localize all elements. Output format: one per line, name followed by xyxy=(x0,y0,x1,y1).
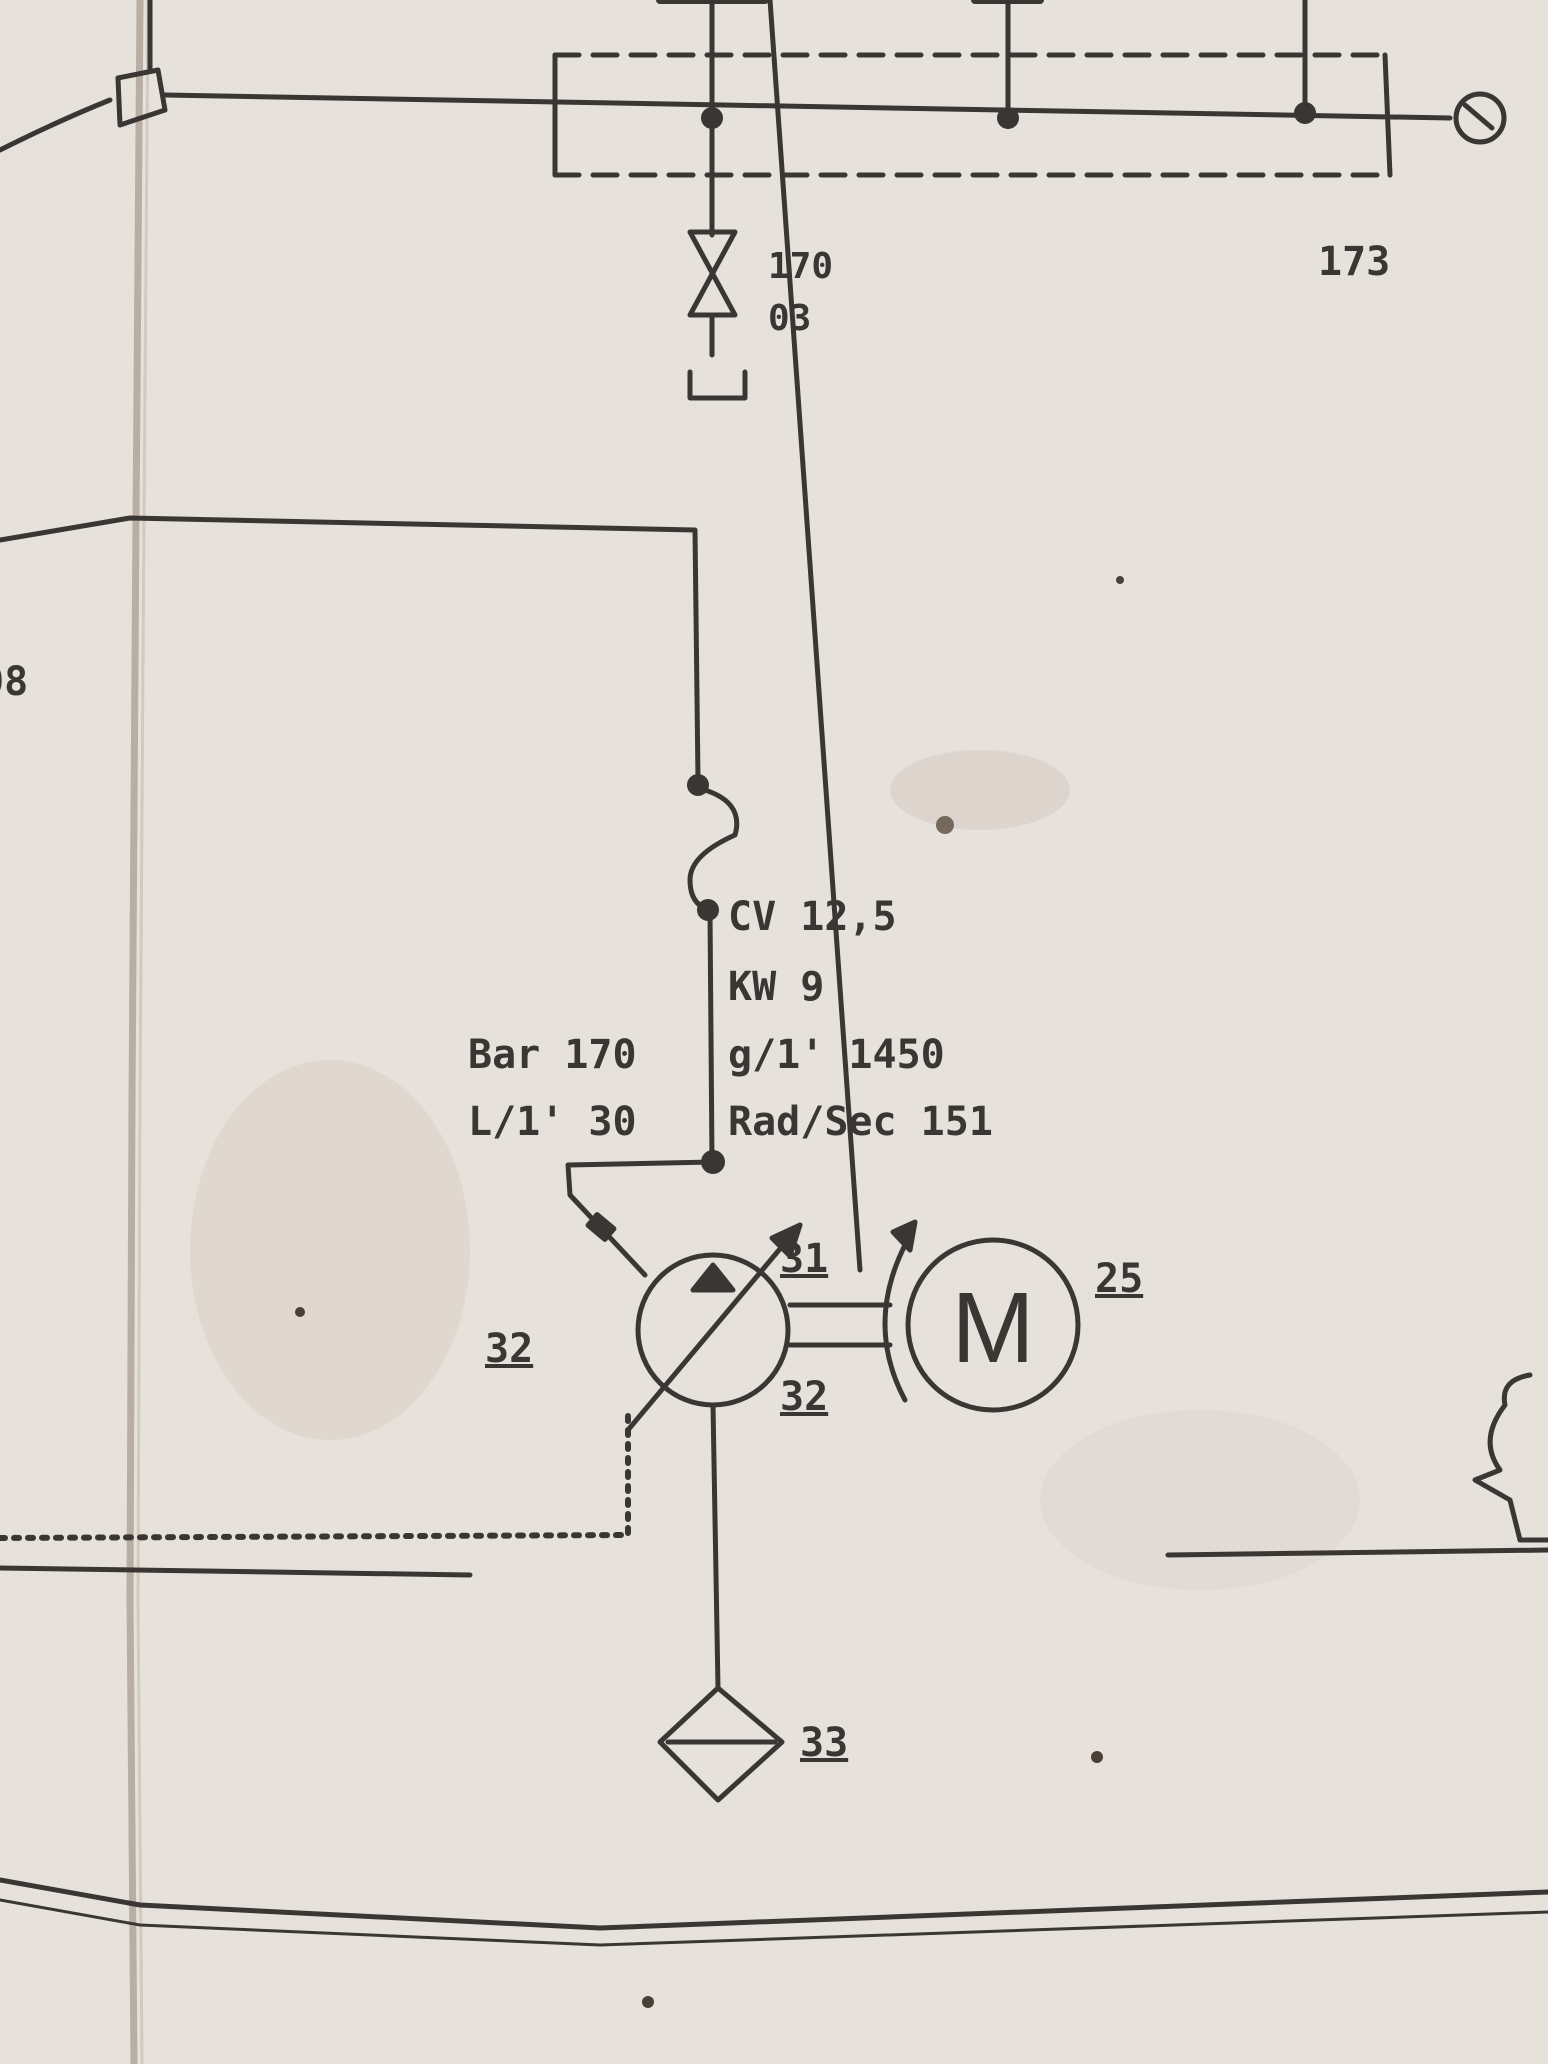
shaft-coupling xyxy=(787,1219,918,1403)
variable-pump-icon xyxy=(625,0,863,1691)
pump-ref-32: 32 xyxy=(485,1326,533,1372)
motor-symbol-m: M xyxy=(951,1272,1034,1384)
valve-tag-line2: 03 xyxy=(768,298,811,339)
connector-fitting-icon xyxy=(0,0,168,153)
labels: 170 03 173 08 CV 12,5 KW 9 Bar 170 g/1' … xyxy=(0,239,1390,1766)
edge-tag-fragment: 08 xyxy=(0,659,28,705)
pilot-line xyxy=(0,1407,631,1578)
manifold-block xyxy=(162,0,1453,238)
speed-rpm-label: g/1' 1450 xyxy=(728,1032,945,1078)
drain-branch xyxy=(565,1159,716,1278)
power-cv-label: CV 12,5 xyxy=(728,894,897,940)
gate-valve-icon xyxy=(687,229,748,401)
power-kw-label: KW 9 xyxy=(728,964,824,1010)
speed-radsec-label: Rad/Sec 151 xyxy=(728,1099,993,1145)
pump-ref-32b: 32 xyxy=(780,1374,828,1420)
pressure-bar-label: Bar 170 xyxy=(468,1032,637,1078)
pump-ref-31: 31 xyxy=(780,1236,828,1282)
block-tag-173: 173 xyxy=(1318,239,1390,285)
flow-lpm-label: L/1' 30 xyxy=(468,1099,637,1145)
valve-tag-line1: 170 xyxy=(768,246,833,287)
electric-motor-icon xyxy=(905,1237,1081,1413)
motor-ref-25: 25 xyxy=(1095,1256,1143,1302)
pressure-gauge-icon xyxy=(1453,91,1507,145)
filter-ref-33: 33 xyxy=(800,1720,848,1766)
paper-fold xyxy=(126,0,150,2064)
filter-icon xyxy=(657,1685,785,1803)
return-line xyxy=(1165,1372,1548,1558)
sheet-border xyxy=(0,1877,1548,1947)
